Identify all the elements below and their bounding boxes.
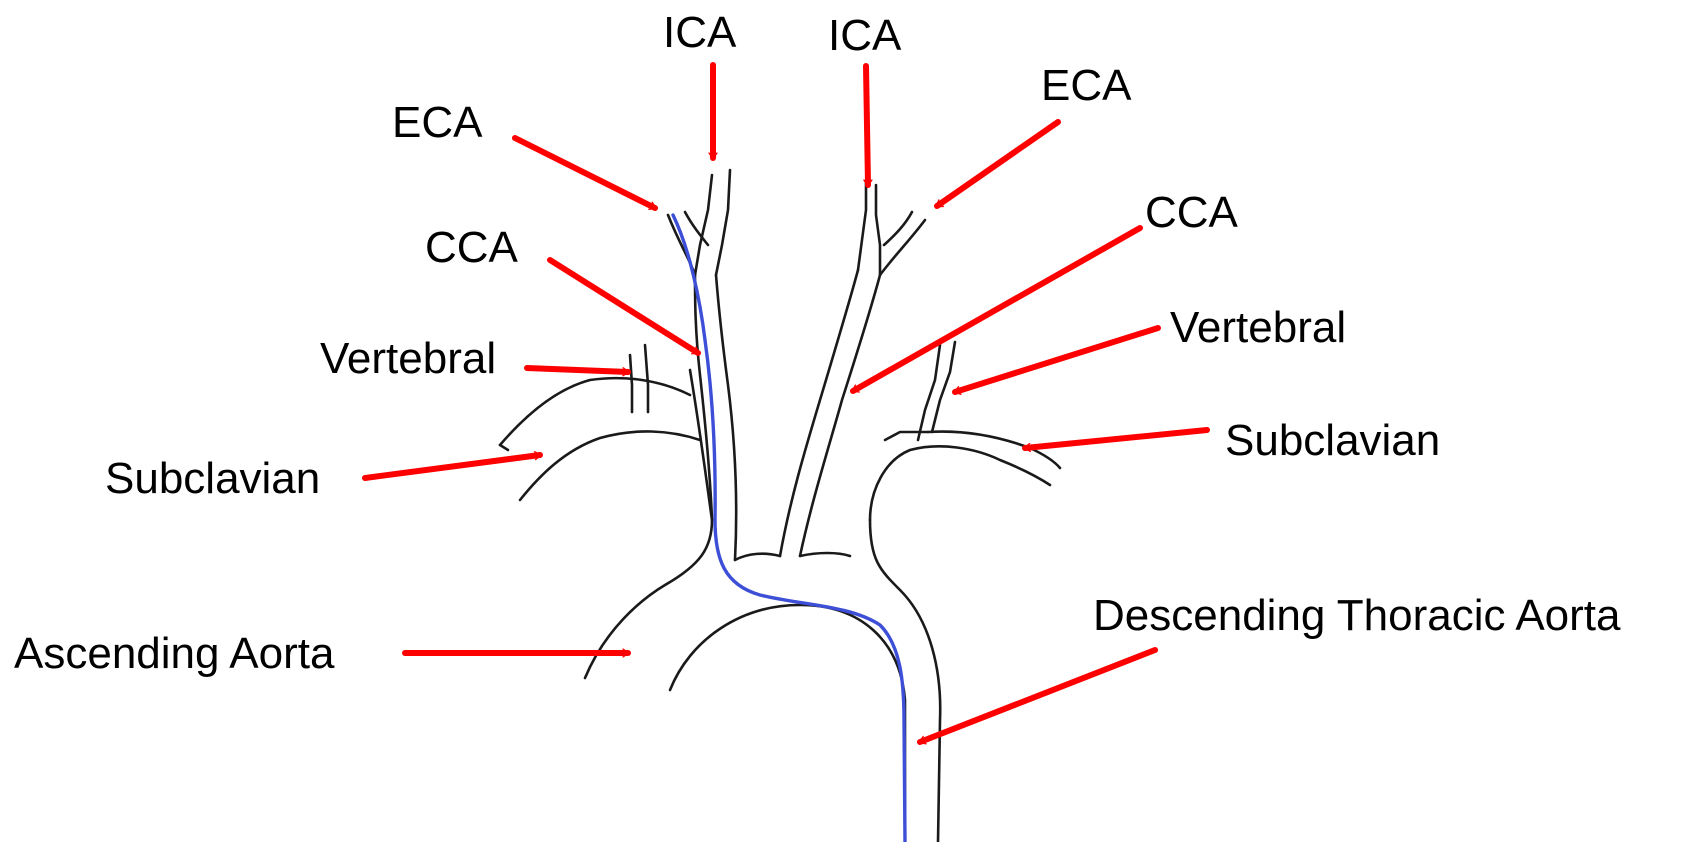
aortic-arch-inner-wall <box>670 605 905 842</box>
right-vertebral-wall-right <box>932 342 955 432</box>
label-eca-right: ECA <box>1041 61 1132 110</box>
arrow-subclavian-left <box>365 455 540 478</box>
right-subclavian-lower-wall <box>870 446 1050 520</box>
arrow-ica-right <box>866 66 868 185</box>
arrow-descending-aorta <box>920 650 1155 742</box>
label-cca-left: CCA <box>425 223 519 272</box>
arrow-eca-left <box>515 138 655 208</box>
right-eca-wall-outer <box>880 220 925 275</box>
arrow-cca-right <box>853 228 1140 391</box>
label-subclavian-left: Subclavian <box>105 454 320 503</box>
arrow-cca-left <box>550 260 698 353</box>
label-cca-right: CCA <box>1145 188 1239 237</box>
ascending-aorta-outer-wall <box>585 370 712 678</box>
label-eca-left: ECA <box>392 98 483 147</box>
right-subclavian-ostium-left <box>885 432 928 440</box>
arch-top-segment-1 <box>735 554 780 560</box>
label-subclavian-right: Subclavian <box>1225 416 1440 465</box>
left-vertebral-wall-left <box>630 355 632 412</box>
label-vertebral-left: Vertebral <box>320 334 496 383</box>
label-vertebral-right: Vertebral <box>1170 303 1346 352</box>
label-ica-right: ICA <box>828 11 902 60</box>
arch-top-segment-2 <box>800 553 850 556</box>
right-ica-wall-right <box>876 185 880 275</box>
arrow-vertebral-left <box>527 368 628 372</box>
right-cca-right-wall <box>800 275 880 556</box>
left-subclavian-lower-wall <box>520 431 700 500</box>
arrow-eca-right <box>937 122 1058 206</box>
left-vertebral-wall-right <box>645 345 648 412</box>
left-ica-wall-left <box>695 175 712 275</box>
label-ica-left: ICA <box>663 8 737 57</box>
left-subclavian-stub <box>500 445 508 450</box>
left-cca-right-wall <box>716 275 736 560</box>
left-cca-left-wall <box>695 275 712 520</box>
vessel-outlines <box>500 170 1060 842</box>
right-subclavian-upper-wall <box>928 432 1060 468</box>
left-ica-wall-right <box>716 170 730 275</box>
label-ascending-aorta: Ascending Aorta <box>14 629 335 678</box>
annotation-arrows <box>365 65 1207 742</box>
label-descending-aorta: Descending Thoracic Aorta <box>1093 591 1621 640</box>
left-subclavian-upper-wall <box>500 378 690 445</box>
right-ica-wall-left <box>858 180 866 270</box>
right-vertebral-wall-left <box>918 345 940 440</box>
arrow-subclavian-right <box>1025 430 1207 448</box>
labels: ICA ICA ECA ECA CCA CCA Vertebral Verteb… <box>14 8 1621 678</box>
arrow-vertebral-right <box>955 328 1158 392</box>
right-cca-left-wall <box>780 270 858 556</box>
